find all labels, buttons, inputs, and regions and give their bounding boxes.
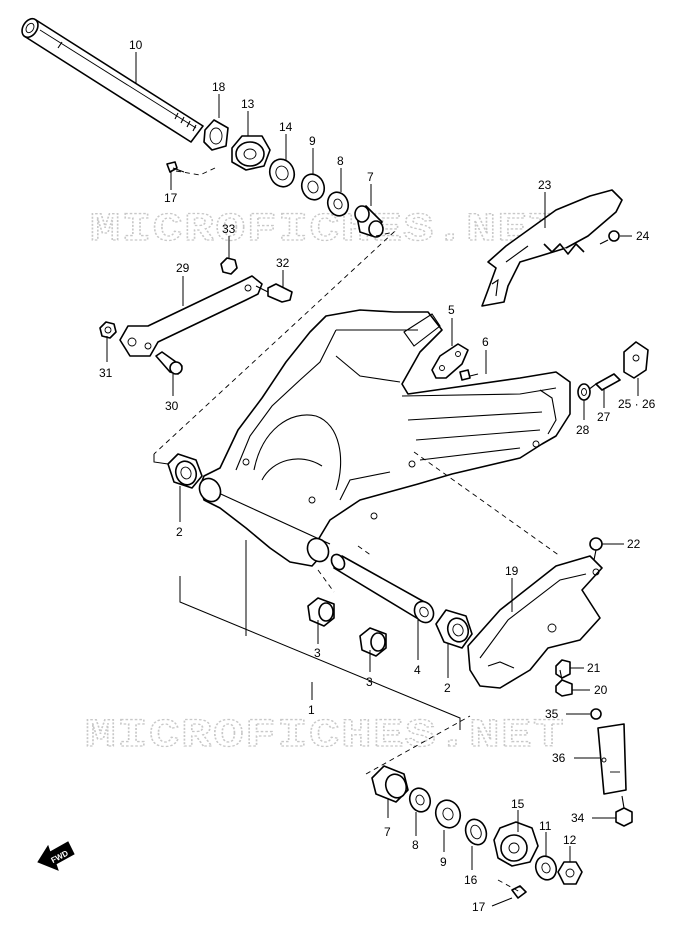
bracket-25-26	[623, 341, 649, 379]
spacer-right-2	[435, 609, 473, 649]
callout-6: 6	[482, 335, 489, 349]
callout-33: 33	[222, 222, 236, 236]
callout-22: 22	[627, 537, 641, 551]
callout-15: 15	[511, 797, 525, 811]
callout-36: 36	[552, 751, 566, 765]
callout-31: 31	[99, 366, 113, 380]
bushing-3-lower	[359, 627, 387, 657]
callout-27: 27	[597, 410, 611, 424]
callout-2-right: 2	[444, 681, 451, 695]
case-screw-24	[599, 230, 620, 245]
callout-9-top: 9	[309, 134, 316, 148]
callout-9-bottom: 9	[440, 855, 447, 869]
callout-21: 21	[587, 661, 601, 675]
small-bolt-bottom	[511, 885, 527, 899]
rear-bearing-8	[408, 787, 432, 813]
callout-35: 35	[545, 707, 559, 721]
callout-34: 34	[571, 811, 585, 825]
small-bolt-top	[166, 161, 185, 173]
callout-29: 29	[176, 261, 190, 275]
rear-nut-12	[557, 861, 583, 885]
front-bearing	[326, 191, 350, 217]
bushing-3-upper	[307, 597, 335, 627]
front-spacer	[354, 205, 384, 238]
callout-3-upper: 3	[314, 646, 321, 660]
watermark-top: MICROFICHES.NET	[90, 208, 560, 253]
cushion-nut-31	[99, 321, 117, 339]
pivot-collar	[231, 135, 271, 171]
callout-30: 30	[165, 399, 179, 413]
callout-13: 13	[241, 97, 255, 111]
callout-2-left: 2	[176, 525, 183, 539]
bolt-20	[555, 669, 573, 697]
callout-14: 14	[279, 120, 293, 134]
swingarm-body	[198, 309, 571, 567]
chain-case	[481, 189, 623, 307]
callouts: 10 18 13 14 9 8 7 17 33 32 29 31 30 23 2…	[99, 38, 656, 914]
callout-18: 18	[212, 80, 226, 94]
callout-17-top: 17	[164, 191, 178, 205]
callout-10-top: 10	[129, 38, 143, 52]
pivot-sleeve-4	[330, 553, 435, 624]
part-1-bracket	[179, 540, 461, 730]
callout-4: 4	[414, 663, 421, 677]
callout-23: 23	[538, 178, 552, 192]
front-seal	[268, 158, 296, 188]
callout-25-26: 25 · 26	[618, 397, 656, 411]
cushion-rod	[119, 275, 263, 357]
bolt-35	[590, 708, 602, 720]
rear-collar-15	[493, 821, 539, 867]
callout-11: 11	[539, 819, 552, 833]
callout-3-lower: 3	[366, 675, 373, 689]
callout-32: 32	[276, 256, 290, 270]
callout-17-bottom: 17	[472, 900, 486, 914]
callout-20: 20	[594, 683, 608, 697]
pivot-shaft	[21, 17, 204, 143]
rear-seal-16	[464, 818, 488, 846]
rear-washer-11	[534, 855, 558, 881]
collar-21	[555, 659, 571, 679]
callout-7-top: 7	[367, 170, 374, 184]
callout-5: 5	[448, 303, 455, 317]
cushion-nut-33	[220, 257, 238, 275]
bracket-36	[597, 723, 627, 795]
chain-buffer	[467, 555, 603, 689]
spacer-left-2	[167, 453, 203, 489]
callout-16: 16	[464, 873, 478, 887]
fwd-arrow-icon: FWD	[37, 841, 75, 871]
cushion-bolt-30	[155, 351, 183, 375]
front-washer	[300, 173, 326, 201]
cushion-bolt-32	[255, 283, 293, 303]
rear-spacer-7	[371, 765, 409, 803]
pivot-nut	[203, 119, 229, 151]
callout-7-bottom: 7	[384, 825, 391, 839]
watermark-bottom: MICROFICHES.NET	[85, 714, 565, 759]
rear-washer-9	[434, 799, 462, 829]
callout-24: 24	[636, 229, 650, 243]
callout-8-bottom: 8	[412, 838, 419, 852]
callout-28: 28	[576, 423, 590, 437]
plate-5	[431, 343, 469, 379]
screw-6	[459, 369, 479, 381]
bolt-27	[587, 373, 621, 391]
callout-12: 12	[563, 833, 577, 847]
callout-19: 19	[505, 564, 519, 578]
callout-8-top: 8	[337, 154, 344, 168]
callout-1: 1	[308, 703, 315, 717]
bolt-34	[615, 795, 633, 827]
washer-28	[577, 383, 591, 401]
